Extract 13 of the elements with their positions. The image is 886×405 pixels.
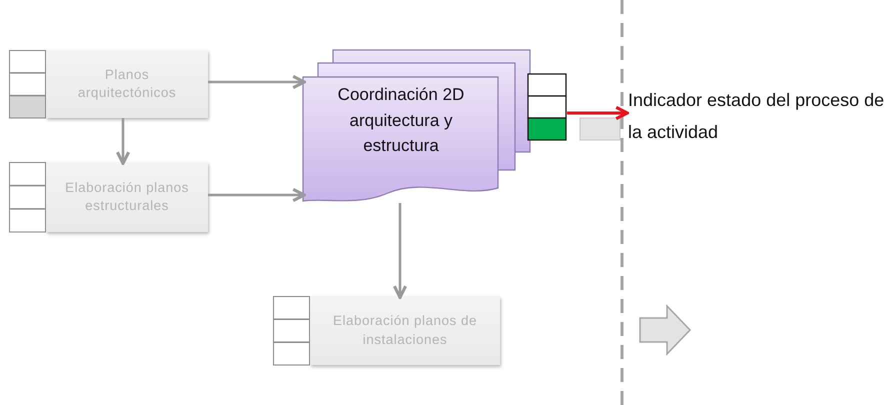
process-box — [310, 296, 500, 365]
arrow — [208, 74, 306, 90]
process-label: Elaboración planos estructurales — [64, 178, 190, 215]
process-label: Coordinación 2D arquitectura y estructura — [336, 84, 466, 157]
process-label: Elaboración planos de instalaciones — [332, 312, 478, 348]
process-box — [46, 162, 208, 232]
arrow — [116, 118, 130, 165]
process-label: Planos arquitectónicos — [76, 66, 178, 102]
arrow — [208, 188, 306, 202]
process-box — [46, 50, 208, 118]
arrow — [567, 106, 629, 120]
annotation-text: Indicador estado del proceso de la actividad — [628, 89, 886, 144]
arrow — [392, 203, 408, 299]
